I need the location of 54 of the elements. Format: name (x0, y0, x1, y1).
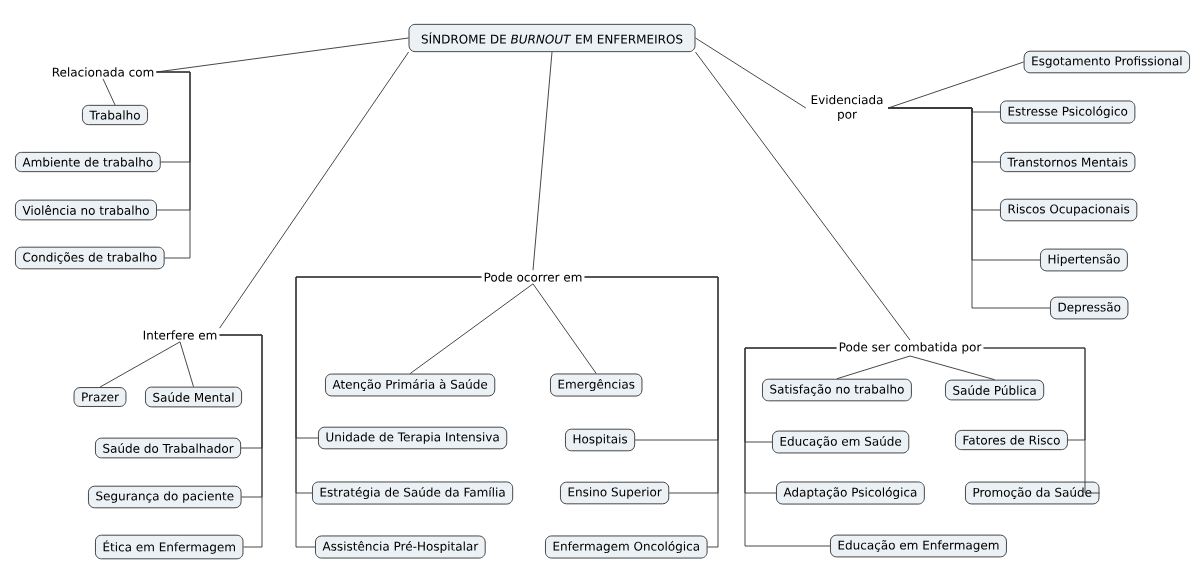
connector-line (744, 347, 837, 547)
connector-line (219, 334, 263, 548)
connector-line (532, 51, 553, 271)
concept-box: Saúde Pública (945, 379, 1045, 401)
concept-box: Unidade de Terapia Intensiva (318, 426, 508, 450)
concept-box: Saúde do Trabalhador (95, 437, 242, 459)
concept-box: Transtornos Mentais (1000, 151, 1136, 173)
concept-box: Hospitais (565, 428, 636, 452)
concept-box: Estratégia de Saúde da Família (312, 481, 514, 505)
concept-box: Adaptação Psicológica (776, 481, 925, 505)
concept-box: Trabalho (82, 104, 148, 126)
connector-line (99, 341, 181, 388)
concept-box: Hipertensão (1040, 248, 1128, 272)
concept-box: Ensino Superior (560, 481, 670, 505)
concept-box: Assistência Pré-Hospitalar (315, 535, 486, 559)
connector-line (584, 276, 719, 548)
connector-line (887, 107, 1051, 309)
concept-box: Violência no trabalho (15, 199, 157, 221)
connector-line (409, 283, 534, 375)
linking-phrase: Interfere em (143, 330, 217, 340)
concept-box: Satisfação no trabalho (762, 378, 912, 402)
concept-box: Educação em Enfermagem (830, 534, 1007, 558)
concept-box: Educação em Saúde (772, 430, 910, 454)
concept-box: Atenção Primária à Saúde (325, 373, 496, 397)
connector-line (179, 341, 194, 388)
connector-line (532, 283, 597, 374)
linking-phrase: Evidenciada por (811, 94, 883, 122)
concept-box: Prazer (73, 387, 127, 407)
connector-line (156, 71, 191, 259)
connector-line (695, 37, 807, 109)
connector-line (695, 51, 911, 341)
linking-phrase: Relacionada com (52, 67, 154, 77)
concept-box: Emergências (550, 373, 643, 397)
concept-box: Condições de trabalho (15, 246, 165, 270)
concept-box: Promoção da Saúde (965, 481, 1100, 505)
concept-box: Estresse Psicológico (1000, 100, 1136, 124)
concept-box: Saúde Mental (145, 386, 243, 408)
connector-line (836, 355, 911, 380)
concept-box: Depressão (1050, 296, 1129, 320)
linking-phrase: Pode ser combatida por (839, 342, 982, 354)
concept-box: SÍNDROME DE BURNOUT EM ENFERMEIROS (408, 23, 696, 53)
connector-line (295, 276, 482, 548)
connector-line (219, 51, 409, 329)
connector-line (983, 347, 1100, 494)
concept-box: Fatores de Risco (955, 429, 1068, 451)
concept-box: Ambiente de trabalho (15, 151, 161, 173)
concept-box: Segurança do paciente (88, 485, 242, 509)
concept-box: Esgotamento Profissional (1023, 50, 1190, 74)
concept-box: Riscos Ocupacionais (1000, 198, 1138, 222)
linking-phrase: Pode ocorrer em (484, 272, 582, 282)
concept-box: Enfermagem Oncológica (545, 535, 708, 559)
connector-line (102, 78, 116, 106)
concept-box: Ética em Enfermagem (95, 534, 244, 560)
connector-line (909, 355, 996, 381)
